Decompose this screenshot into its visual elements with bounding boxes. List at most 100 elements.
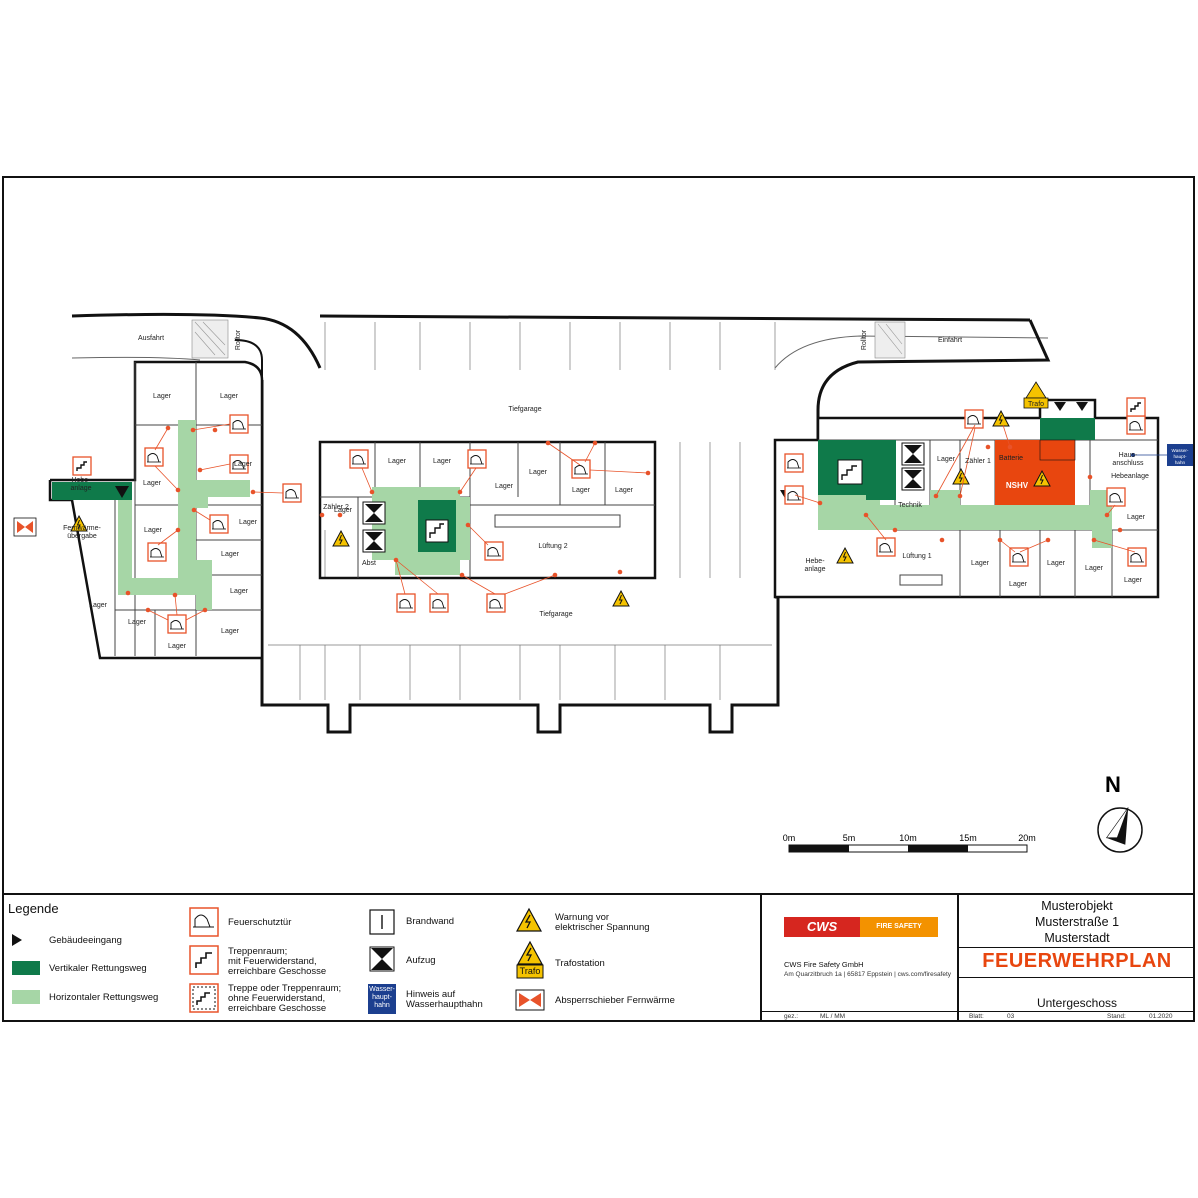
lager-label: Lager [937, 456, 956, 463]
voltage-warning-icon [515, 907, 543, 932]
hebeanlage-left-label: Hebe-anlage [70, 477, 91, 492]
vertical-route-swatch [12, 961, 40, 975]
scale-0: 0m [783, 833, 796, 843]
tiefgarage-label-top: Tiefgarage [508, 406, 541, 413]
company-address: Am Quarzitbruch 1a | 65817 Eppstein | cw… [784, 971, 952, 978]
lager-label: Lager [239, 519, 258, 526]
lager-label: Lager [495, 483, 514, 490]
zaehler2-label: Zähler 2 [323, 504, 349, 511]
water-tap-icon: Wasser- haupt- hahn [368, 984, 396, 1014]
lager-label: Lager [230, 588, 249, 595]
legend-firewall: Brandwand [406, 916, 455, 927]
rolltor-label-right: Rolltor [861, 329, 868, 350]
lager-label: Lager [388, 458, 407, 465]
lager-label: Lager [168, 643, 187, 650]
lager-label: Lager [1124, 577, 1143, 584]
cws-logo: CWS [784, 917, 860, 937]
lueftung2-label: Lüftung 2 [538, 543, 567, 550]
stair-fire-icon [189, 945, 219, 975]
lager-label: Lager [615, 487, 634, 494]
legend-vertical: Vertikaler Rettungsweg [49, 963, 147, 974]
abst-label: Abst [362, 560, 376, 567]
lueftung1-label: Lüftung 1 [902, 553, 931, 560]
scale-5: 5m [843, 833, 856, 843]
legend-trafo: Trafostation [555, 958, 605, 969]
scale-20: 20m [1018, 833, 1036, 843]
fire-safety-logo: FIRE SAFETY [860, 917, 938, 937]
ausfahrt-label: Ausfahrt [138, 335, 164, 342]
legend-stair-fire: Treppenraum; mit Feuerwiderstand, erreic… [228, 946, 327, 977]
lager-label: Lager [234, 461, 253, 468]
lager-label: Lager [128, 619, 147, 626]
sheet-label: Blatt: [969, 1013, 984, 1020]
legend-water: Hinweis auf Wasserhaupthahn [406, 989, 483, 1010]
lager-label: Lager [1085, 565, 1104, 572]
stair-nofire-icon [189, 983, 219, 1013]
scale-10: 10m [899, 833, 917, 843]
lager-label: Lager [572, 487, 591, 494]
legend-valve: Absperrschieber Fernwärme [555, 995, 675, 1006]
date-label: Stand: [1107, 1013, 1126, 1020]
elevator-icon [369, 946, 395, 972]
einfahrt-label: Einfahrt [938, 337, 962, 344]
lager-label: Lager [1009, 581, 1028, 588]
lager-label: Lager [529, 469, 548, 476]
lager-label: Lager [433, 458, 452, 465]
lager-label: Lager [144, 527, 163, 534]
lager-label: Lager [334, 507, 353, 514]
lager-label: Lager [1047, 560, 1066, 567]
lager-label: Lager [153, 393, 172, 400]
legend-elevator: Aufzug [406, 955, 436, 966]
floor-plan: Trafo Wasser- haupt- hahn [13, 312, 1193, 853]
trafo-label: Trafo [1028, 401, 1044, 408]
legend: Legende Gebäudeeingang Vertikaler Rettun… [2, 893, 762, 1022]
scale-bar: 0m 5m 10m 15m 20m [783, 833, 1036, 853]
legend-entrance: Gebäudeeingang [49, 935, 122, 946]
object-street: Musterstraße 1 [1034, 915, 1120, 929]
sheet-value: 03 [1007, 1013, 1015, 1020]
object-name: Musterobjekt [1041, 899, 1113, 913]
lager-label: Lager [971, 560, 990, 567]
hebeanlage-right-label: Hebeanlage [1111, 473, 1149, 480]
trafo-icon-label: Trafo [519, 966, 541, 976]
horizontal-route-swatch [12, 990, 40, 1004]
trafo-icon [516, 940, 544, 979]
lager-label: Lager [143, 480, 162, 487]
scale-15: 15m [959, 833, 977, 843]
plan-heading: FEUERWEHRPLAN [982, 950, 1172, 972]
hausanschluss-label: Haus-anschluss [1112, 452, 1144, 467]
legend-stair-nofire: Treppe oder Treppenraum; ohne Feuerwider… [228, 983, 342, 1014]
legend-title: Legende [8, 901, 59, 916]
technik-label: Technik [898, 502, 922, 509]
company-block: CWS FIRE SAFETY CWS Fire Safety GmbH Am … [762, 893, 959, 1022]
fernwaerme-label: Fernwärme-übergabe [63, 525, 101, 540]
firedoor-icon [189, 907, 219, 937]
drawn-value: ML / MM [820, 1013, 846, 1020]
legend-horizontal: Horizontaler Rettungsweg [49, 992, 159, 1003]
lager-label: Lager [220, 393, 239, 400]
zaehler1-label: Zähler 1 [965, 458, 991, 465]
drawn-label: gez.: [784, 1013, 799, 1020]
lager-label: Lager [1127, 514, 1146, 521]
rolltor-label-left: Rolltor [235, 329, 242, 350]
hebeanlage-mid-label: Hebe-anlage [804, 558, 825, 573]
lager-label: Lager [221, 628, 240, 635]
entrance-triangle-icon [12, 934, 22, 946]
svg-text:haupt-: haupt- [1173, 454, 1186, 459]
company-name: CWS Fire Safety GmbH [784, 960, 864, 969]
legend-firedoor: Feuerschutztür [228, 917, 292, 928]
lager-label: Lager [221, 551, 240, 558]
north-label: N [1105, 772, 1121, 797]
batterie-label: Batterie [999, 455, 1023, 462]
title-block: Musterobjekt Musterstraße 1 Musterstadt … [959, 893, 1195, 1022]
object-city: Musterstadt [1044, 931, 1110, 945]
tiefgarage-label-bottom: Tiefgarage [539, 611, 572, 618]
firewall-icon [369, 909, 395, 935]
plan-frame [2, 176, 1195, 1022]
svg-text:Wasser-: Wasser- [1172, 448, 1189, 453]
nshv-label: NSHV [1006, 481, 1029, 490]
svg-text:hahn: hahn [1175, 460, 1186, 465]
lager-label: Lager [89, 602, 108, 609]
legend-voltage: Warnung vor elektrischer Spannung [555, 912, 650, 933]
